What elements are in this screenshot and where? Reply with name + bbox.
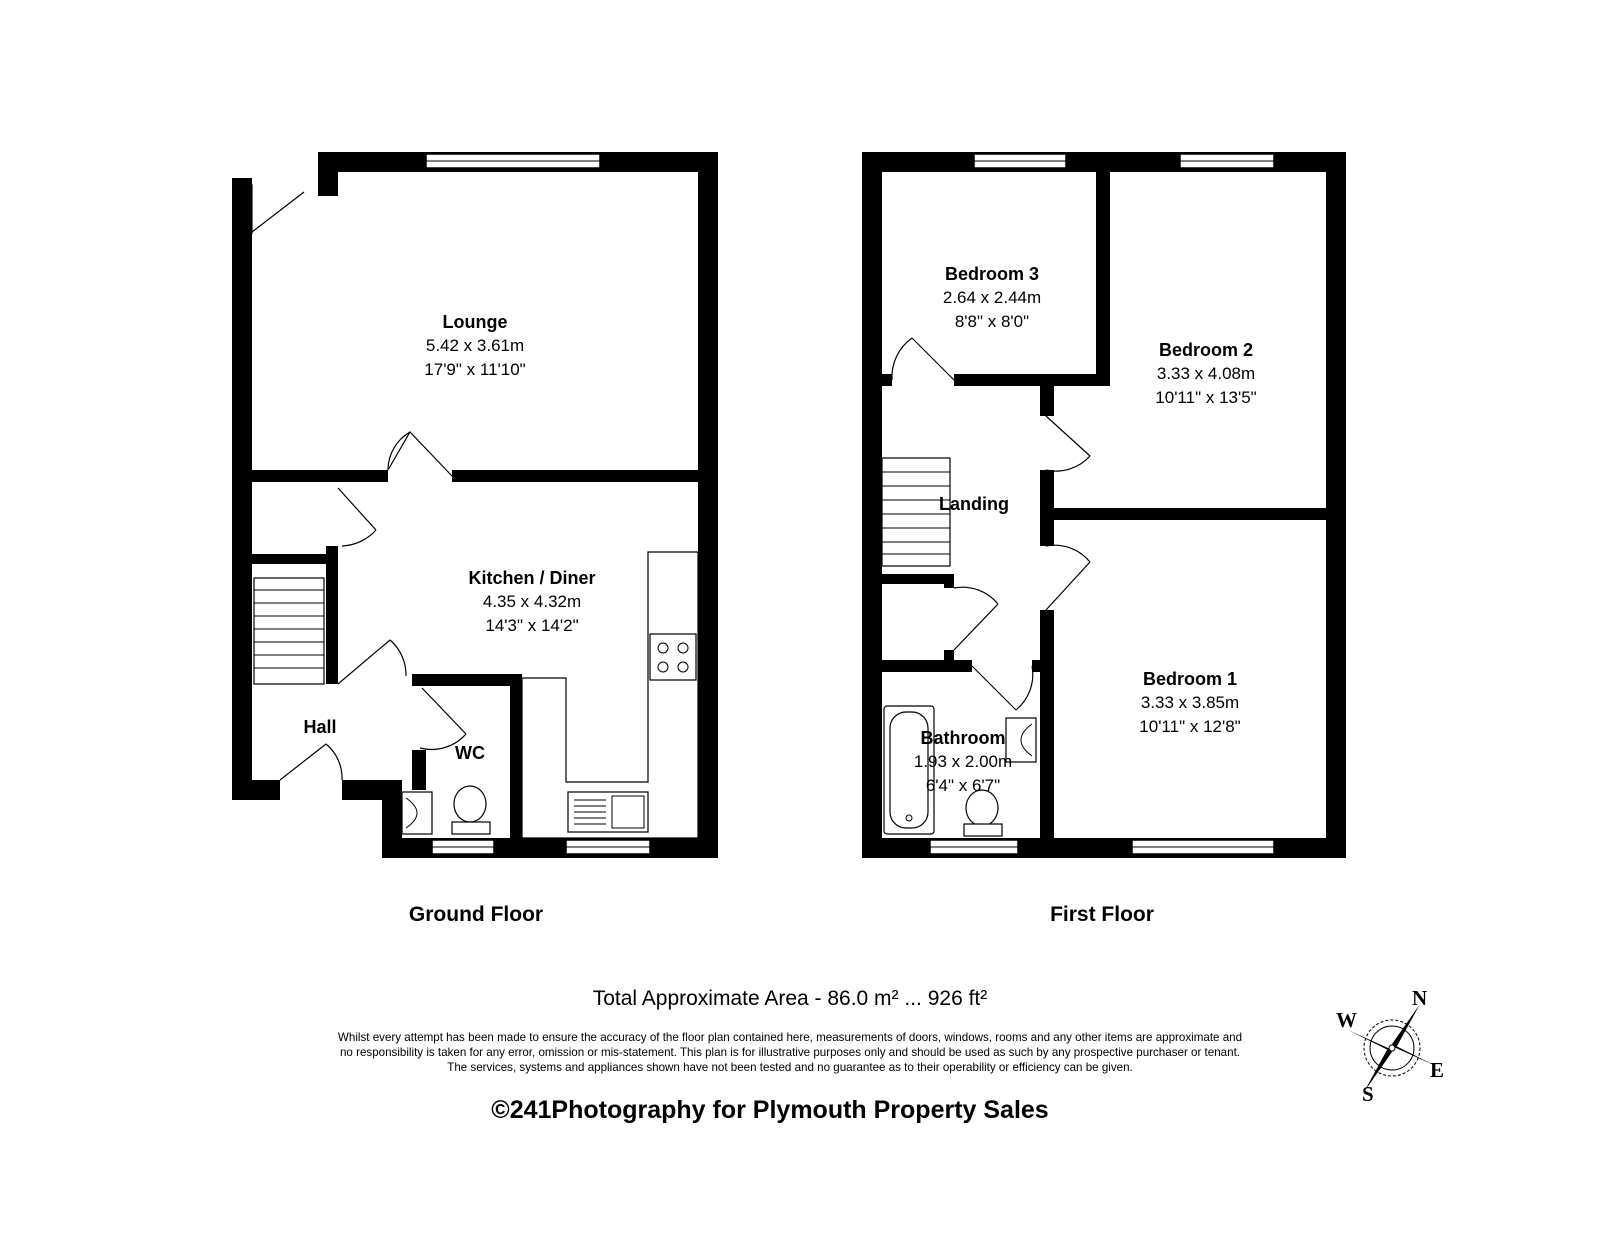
ground-floor-plan (232, 152, 718, 858)
room-hall: Hall (280, 717, 360, 738)
compass-east-label: E (1430, 1058, 1445, 1082)
wc-door (419, 687, 467, 751)
hall-front-door (279, 743, 343, 781)
room-metric: 2.64 x 2.44m (942, 288, 1042, 307)
kitchen-door (337, 487, 377, 547)
room-metric: 1.93 x 2.00m (913, 752, 1013, 771)
room-imperial: 10'11" x 12'8" (1139, 717, 1241, 736)
first-floor-windows (929, 153, 1275, 855)
first-floor-label: First Floor (1050, 903, 1154, 926)
room-metric: 3.33 x 4.08m (1156, 364, 1256, 383)
total-area: Total Approximate Area - 86.0 m² ... 926… (592, 987, 988, 1010)
kitchen-units (521, 551, 699, 839)
room-name: Bedroom 3 (944, 264, 1040, 284)
front-door (245, 183, 305, 235)
compass-west-label: W (1336, 1008, 1357, 1032)
room-imperial: 8'8" x 8'0" (954, 312, 1030, 331)
first-floor-plan (862, 152, 1346, 858)
compass-needle-north (1392, 1004, 1420, 1048)
bedroom3-door (891, 337, 955, 381)
compass-south-label: S (1362, 1082, 1374, 1106)
room-imperial: 10'11" x 13'5" (1155, 388, 1257, 407)
room-kitchen-diner: Kitchen / Diner 4.35 x 4.32m 14'3" x 14'… (432, 566, 632, 638)
bathroom-door (971, 665, 1034, 711)
disclaimer-line: The services, systems and appliances sho… (447, 1061, 1133, 1074)
first-floor-doors (891, 337, 1091, 711)
room-metric: 4.35 x 4.32m (482, 592, 582, 611)
room-landing: Landing (924, 494, 1024, 515)
room-metric: 5.42 x 3.61m (425, 336, 525, 355)
photography-credit: ©241Photography for Plymouth Property Sa… (491, 1096, 1049, 1124)
bathroom-fixtures (883, 705, 1037, 837)
room-bedroom-3: Bedroom 3 2.64 x 2.44m 8'8" x 8'0" (892, 262, 1092, 334)
hob-icon (649, 633, 697, 681)
room-name: Bathroom (920, 728, 1006, 748)
disclaimer-line: Whilst every attempt has been made to en… (337, 1031, 1243, 1044)
room-bedroom-1: Bedroom 1 3.33 x 3.85m 10'11" x 12'8" (1090, 667, 1290, 739)
room-bedroom-2: Bedroom 2 3.33 x 4.08m 10'11" x 13'5" (1106, 338, 1306, 410)
disclaimer: Whilst every attempt has been made to en… (240, 1030, 1340, 1075)
room-name: Hall (303, 717, 337, 737)
cupboard-door (953, 586, 999, 651)
room-name: WC (455, 743, 485, 763)
wc-fixtures (401, 785, 491, 835)
room-imperial: 14'3" x 14'2" (485, 616, 579, 635)
room-name: Lounge (442, 312, 508, 332)
room-name: Bedroom 1 (1142, 669, 1238, 689)
room-name: Landing (939, 494, 1009, 514)
ground-floor-windows (425, 153, 651, 855)
room-metric: 3.33 x 3.85m (1140, 693, 1240, 712)
room-name: Kitchen / Diner (468, 568, 596, 588)
bedroom2-door (1045, 415, 1091, 472)
compass-north-label: N (1412, 986, 1428, 1010)
ground-floor-stairs (253, 577, 325, 685)
bedroom1-door (1045, 544, 1091, 611)
room-imperial: 6'4" x 6'7" (925, 776, 1001, 795)
ground-floor-doors (245, 183, 467, 781)
hall-door (337, 639, 407, 685)
ground-floor-label: Ground Floor (408, 903, 544, 926)
lounge-door (387, 431, 453, 477)
compass (1348, 1004, 1436, 1092)
room-imperial: 17'9" x 11'10" (424, 360, 526, 379)
room-name: Bedroom 2 (1158, 340, 1254, 360)
room-bathroom: Bathroom 1.93 x 2.00m 6'4" x 6'7" (898, 726, 1028, 798)
room-lounge: Lounge 5.42 x 3.61m 17'9" x 11'10" (375, 310, 575, 382)
disclaimer-line: no responsibility is taken for any error… (339, 1046, 1241, 1059)
first-floor-stairs (881, 457, 951, 567)
room-wc: WC (440, 743, 500, 764)
